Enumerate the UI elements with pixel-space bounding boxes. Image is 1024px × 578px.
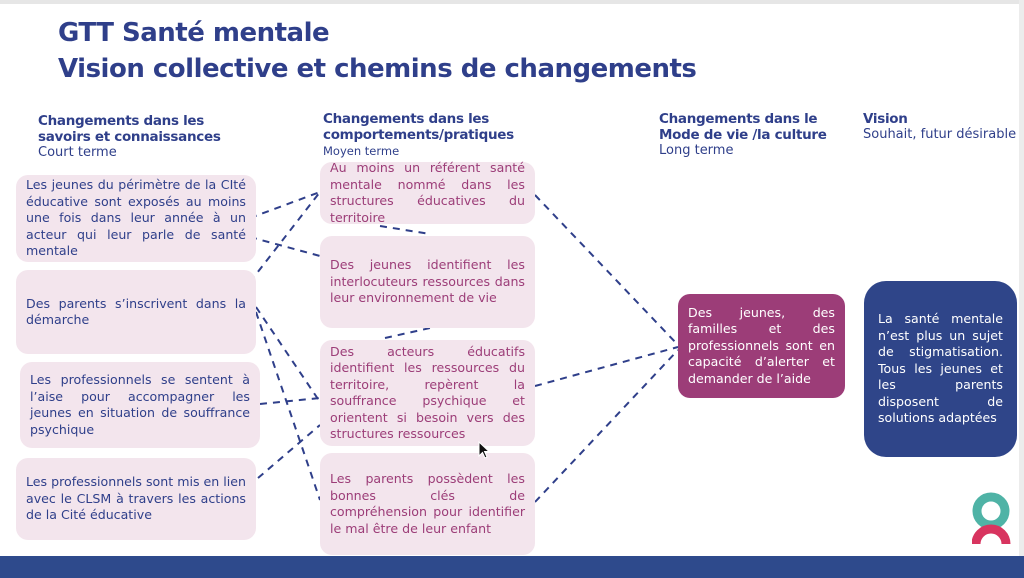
medium-term-box: Des jeunes identifient les interlocuteur…	[320, 236, 535, 328]
column-heading: Changements dans le Mode de vie /la cult…	[659, 111, 827, 143]
medium-term-box: Les parents possèdent les bonnes clés de…	[320, 453, 535, 555]
slide-subtitle: Vision collective et chemins de changeme…	[58, 54, 697, 84]
connector	[534, 194, 679, 346]
column-term: Souhait, futur désirable	[863, 127, 1017, 142]
connector	[534, 346, 679, 387]
connector	[255, 311, 321, 501]
slide-title: GTT Santé mentale	[58, 18, 330, 48]
column-header-long-term: Changements dans le Mode de vie /la cult…	[659, 111, 834, 159]
column-heading: Vision	[863, 111, 908, 127]
column-term: Moyen terme	[323, 144, 400, 158]
connector	[249, 191, 321, 283]
short-term-box: Les jeunes du périmètre de la CIté éduca…	[16, 175, 256, 262]
short-term-box: Les professionnels sont mis en lien avec…	[16, 458, 256, 540]
column-heading: Changements dans les savoirs et connaiss…	[38, 113, 221, 145]
connector	[379, 225, 431, 235]
column-term: Long terme	[659, 143, 734, 158]
column-header-short-term: Changements dans les savoirs et connaiss…	[38, 113, 258, 161]
logo-icon	[972, 492, 1011, 545]
column-header-medium-term: Changements dans les comportements/prati…	[323, 111, 533, 159]
medium-term-box: Des acteurs éducatifs identifient les re…	[320, 340, 535, 446]
medium-term-box: Au moins un référent santé mentale nommé…	[320, 160, 535, 225]
footer-bar	[0, 556, 1024, 578]
vision-box: La santé mentale n’est plus un sujet de …	[864, 281, 1017, 457]
connector	[534, 349, 679, 503]
connector	[255, 306, 321, 403]
column-term: Court terme	[38, 145, 117, 160]
column-heading: Changements dans les comportements/prati…	[323, 111, 514, 143]
mouse-cursor-icon	[478, 441, 491, 459]
long-term-box: Des jeunes, des familles et des professi…	[678, 294, 845, 398]
connector	[257, 424, 321, 479]
connector	[259, 397, 321, 405]
right-border	[1019, 0, 1024, 578]
column-header-vision: Vision Souhait, futur désirable	[863, 111, 1023, 143]
short-term-box: Les professionnels se sentent à l’aise p…	[20, 362, 260, 448]
short-term-box: Des parents s’inscrivent dans la démarch…	[16, 270, 256, 354]
top-border	[0, 0, 1024, 4]
connector	[384, 327, 431, 339]
connector	[249, 236, 321, 257]
